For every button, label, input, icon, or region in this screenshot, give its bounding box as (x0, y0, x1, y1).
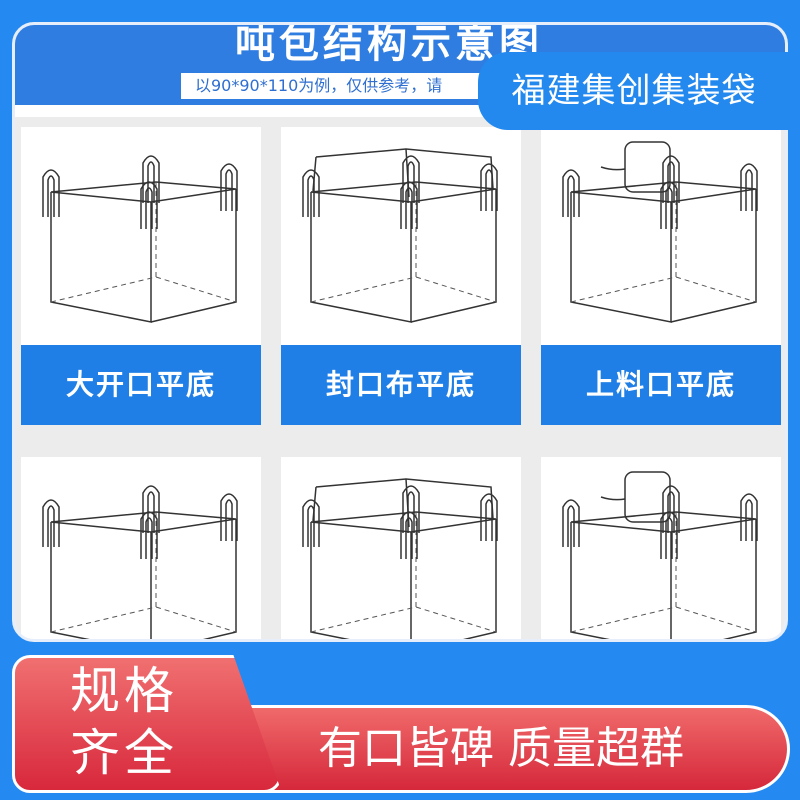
bag-label: 大开口平底 (21, 345, 261, 425)
bag-drawing (562, 141, 758, 323)
bag-image-spout (541, 457, 781, 639)
tag-line-2: 齐全 (70, 724, 178, 782)
bag-drawing (42, 485, 238, 639)
bag-image-skirt (281, 127, 521, 345)
bag-image-skirt (281, 457, 521, 639)
spec-tag-text: 规格齐全 (70, 660, 210, 784)
bag-grid: 大开口平底 封口布平底 上料口平底 (15, 117, 785, 639)
bag-image-open (21, 127, 261, 345)
bag-image-spout (541, 127, 781, 345)
slogan: 有口皆碑 质量超群 (318, 723, 684, 774)
bag-label: 上料口平底 (541, 345, 781, 425)
tag-line-1: 规格 (70, 662, 178, 720)
bag-drawing (562, 471, 758, 639)
subtitle: 以90*90*110为例，仅供参考，请 (181, 73, 481, 99)
bag-drawing (302, 148, 498, 323)
bag-image-open (21, 457, 261, 639)
bag-drawing (42, 155, 238, 323)
slogan-bar (200, 705, 790, 793)
bag-drawing (302, 478, 498, 639)
brand-badge: 福建集创集装袋 (478, 52, 790, 130)
bag-label: 封口布平底 (281, 345, 521, 425)
